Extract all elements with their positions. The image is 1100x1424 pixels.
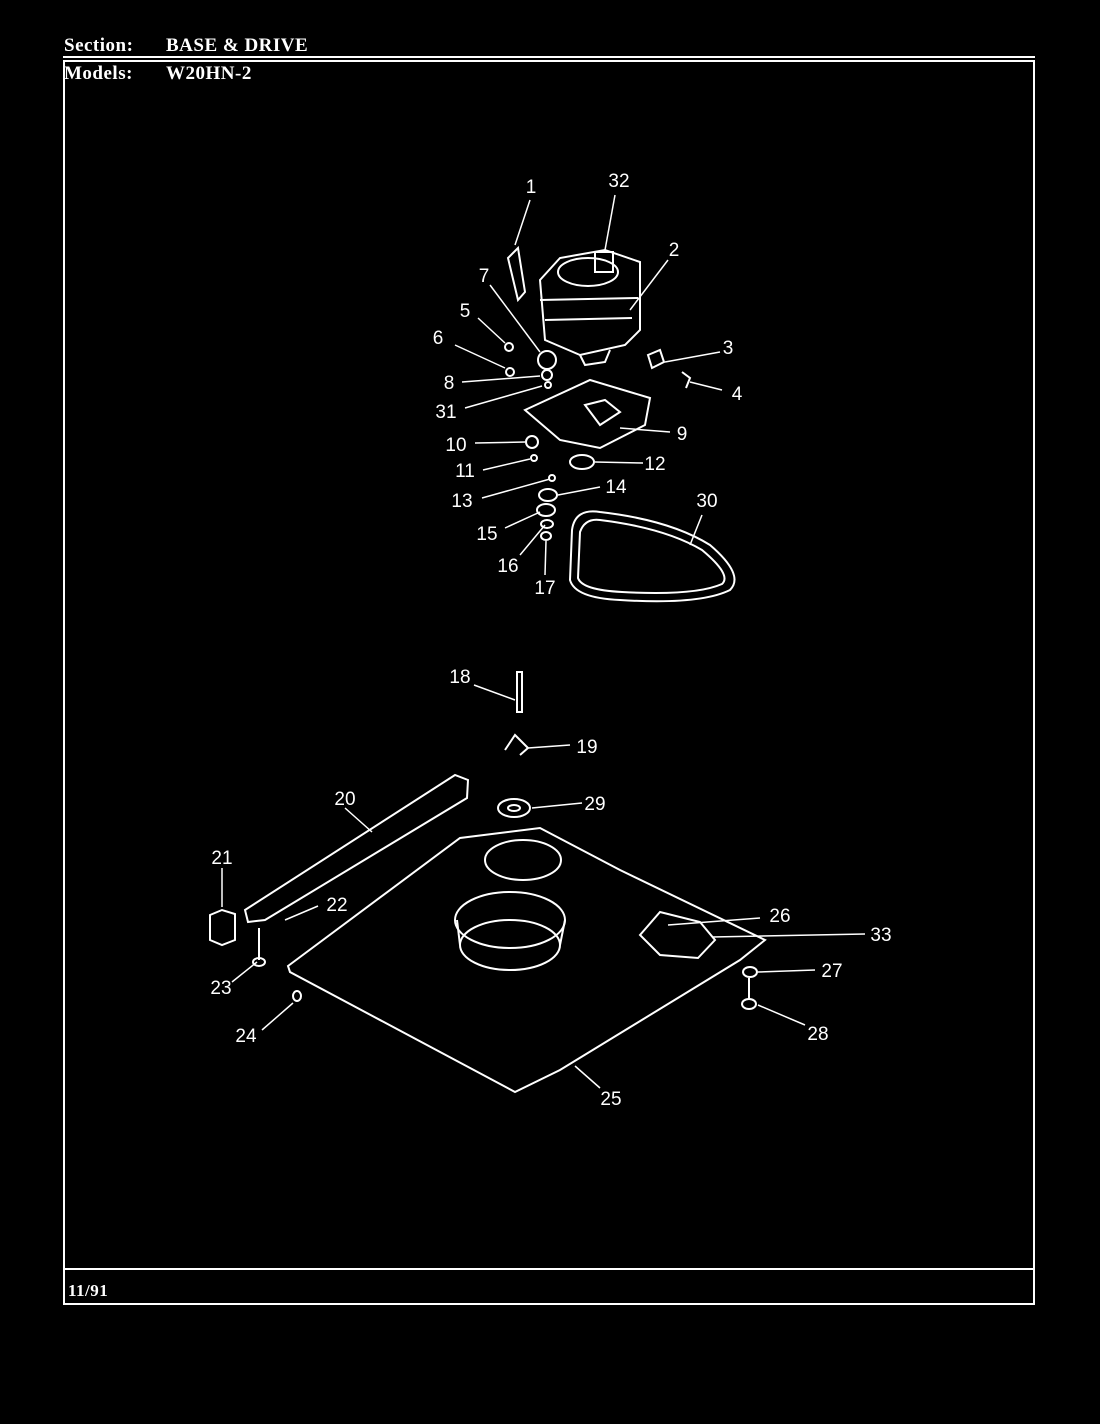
callout-22: 22 (326, 895, 347, 916)
callout-9: 9 (677, 424, 688, 445)
callout-5: 5 (460, 301, 471, 322)
callout-13: 13 (451, 491, 472, 512)
callout-6: 6 (433, 328, 444, 349)
callout-20: 20 (334, 789, 355, 810)
models-value: W20HN-2 (166, 63, 252, 84)
link-bar-part (243, 773, 470, 924)
callout-2: 2 (669, 240, 680, 261)
callout-7: 7 (479, 266, 490, 287)
corner-bracket-part (638, 910, 717, 960)
motor-plate-part (523, 378, 652, 450)
callout-17: 17 (534, 578, 555, 599)
pivot-rod-part (516, 671, 523, 713)
models-label: Models: (64, 63, 133, 84)
callout-25: 25 (600, 1089, 621, 1110)
section-value: BASE & DRIVE (166, 35, 309, 56)
callout-23: 23 (210, 978, 231, 999)
motor-part (538, 248, 641, 367)
callout-24: 24 (235, 1026, 257, 1047)
callout-18: 18 (449, 667, 470, 688)
clip-part (504, 733, 530, 756)
block-part (209, 908, 236, 947)
washer-part (497, 798, 531, 818)
callout-16: 16 (497, 556, 518, 577)
callout-3: 3 (723, 338, 734, 359)
footer-rule (63, 1268, 1035, 1270)
drive-belt-part (568, 510, 736, 603)
section-label: Section: (64, 35, 134, 56)
callout-27: 27 (821, 961, 842, 982)
callout-11: 11 (455, 461, 475, 482)
callout-33: 33 (870, 925, 891, 946)
page-frame (63, 60, 1035, 1305)
callout-32: 32 (608, 171, 629, 192)
revision-date: 11/91 (68, 1281, 109, 1300)
callout-8: 8 (444, 373, 455, 394)
bracket-part (506, 245, 527, 303)
callout-1: 1 (526, 177, 537, 198)
header-rule (63, 56, 1035, 58)
callout-19: 19 (576, 737, 597, 758)
callout-10: 10 (445, 435, 466, 456)
callout-21: 21 (211, 848, 232, 869)
callout-29: 29 (584, 794, 605, 815)
callout-31: 31 (435, 402, 456, 423)
callout-4: 4 (732, 384, 743, 405)
callout-12: 12 (644, 454, 665, 475)
callout-28: 28 (807, 1024, 828, 1045)
base-plate-part (286, 826, 767, 1094)
callout-15: 15 (476, 524, 497, 545)
callout-26: 26 (769, 906, 790, 927)
callout-30: 30 (696, 491, 717, 512)
callout-14: 14 (605, 477, 627, 498)
